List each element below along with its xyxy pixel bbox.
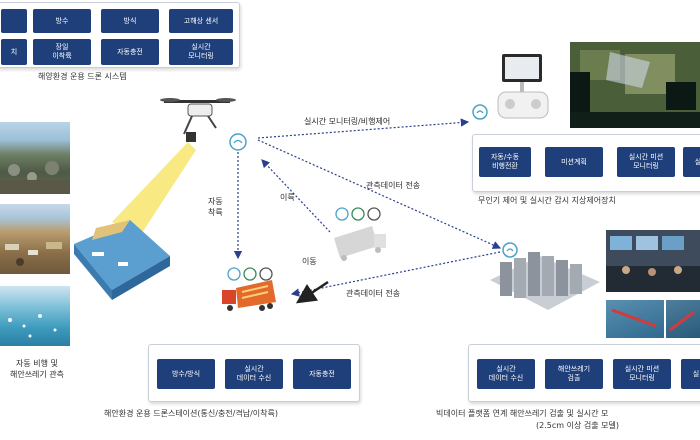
system-chip: 고해상 센서 bbox=[169, 9, 233, 33]
ground-control-panel: 자동/수동 비행전환 미션계획 실시간 미션 모니터링 실 bbox=[472, 134, 700, 192]
remote-controller-image bbox=[494, 52, 556, 122]
label-auto-landing: 자동 착륙 bbox=[208, 197, 223, 217]
data-center-icon bbox=[490, 252, 600, 310]
control-chip: 실 bbox=[683, 147, 700, 177]
wifi-icon bbox=[472, 104, 488, 120]
coastal-platform-icon bbox=[74, 220, 170, 300]
bigdata-caption: 빅데이터 플랫폼 연계 해안쓰레기 검출 및 실시간 모 bbox=[436, 409, 609, 418]
control-room-image bbox=[606, 230, 700, 292]
system-chip: 방식 bbox=[101, 9, 159, 33]
label-takeoff: 이륙 bbox=[280, 193, 295, 202]
label-observe-station: 관측데이터 전송 bbox=[346, 289, 401, 298]
system-chip: 치 bbox=[1, 39, 27, 65]
bigdata-panel: 실시간 데이터 수신 해안쓰레기 검출 실시간 미션 모니터링 실 bbox=[468, 344, 700, 402]
drone-system-caption: 해양환경 운용 드론 시스템 bbox=[38, 72, 127, 81]
drone-icon bbox=[160, 98, 236, 142]
bigdata-chip: 해안쓰레기 검출 bbox=[545, 359, 603, 389]
control-chip: 자동/수동 비행전환 bbox=[479, 147, 531, 177]
system-chip: 장일 이착륙 bbox=[33, 39, 91, 65]
drone-system-panel: 방수 방식 고해상 센서 치 장일 이착륙 자동충전 실시간 모니터링 bbox=[0, 2, 240, 68]
control-chip: 미션계획 bbox=[545, 147, 603, 177]
coast-photo-beach bbox=[0, 204, 70, 274]
bigdata-chip: 실시간 데이터 수신 bbox=[477, 359, 535, 389]
left-caption: 자동 비행 및 해안쓰레기 관측 bbox=[9, 359, 65, 379]
ground-control-caption: 무인기 제어 및 실시간 감시 지상제어장치 bbox=[478, 196, 616, 205]
bigdata-chip: 실시간 미션 모니터링 bbox=[613, 359, 671, 389]
status-icons-lower bbox=[227, 267, 273, 281]
wifi-icon bbox=[229, 133, 247, 151]
station-chip: 자동충전 bbox=[293, 359, 351, 389]
bigdata-caption-model: (2.5cm 이상 검출 모델) bbox=[536, 421, 619, 430]
arrow-observe-bigdata bbox=[257, 139, 502, 249]
label-observe-bigdata: 관측데이터 전송 bbox=[366, 181, 421, 190]
coast-photo-sea bbox=[0, 286, 70, 346]
drone-station-panel: 방수/방식 실시간 데이터 수신 자동충전 bbox=[148, 344, 360, 402]
coast-photo-rocks bbox=[0, 122, 70, 194]
drone-station-caption: 해안환경 운용 드론스테이션(통신/충전/격납/이착륙) bbox=[104, 409, 278, 418]
camera-beam bbox=[112, 142, 196, 236]
bigdata-chip: 실 bbox=[681, 359, 700, 389]
system-chip: 실시간 모니터링 bbox=[169, 39, 233, 65]
detection-image-1 bbox=[606, 300, 664, 338]
label-move: 이동 bbox=[302, 257, 317, 266]
wifi-icon bbox=[502, 242, 518, 258]
system-chip: 자동충전 bbox=[101, 39, 159, 65]
arrow-monitoring bbox=[257, 118, 470, 139]
status-icons-upper bbox=[335, 207, 381, 221]
detection-image-2 bbox=[666, 300, 700, 338]
map-screen-image bbox=[570, 42, 700, 128]
station-chip: 방수/방식 bbox=[157, 359, 215, 389]
arrow-observe-station bbox=[290, 251, 501, 297]
control-chip: 실시간 미션 모니터링 bbox=[617, 147, 675, 177]
arrow-move bbox=[295, 280, 329, 304]
label-monitoring: 실시간 모니터링/비행제어 bbox=[304, 117, 391, 126]
arrow-takeoff bbox=[261, 159, 331, 233]
truck-faded-icon bbox=[334, 226, 386, 261]
system-chip bbox=[1, 9, 27, 33]
truck-station-icon bbox=[222, 280, 276, 311]
system-chip: 방수 bbox=[33, 9, 91, 33]
station-chip: 실시간 데이터 수신 bbox=[225, 359, 283, 389]
